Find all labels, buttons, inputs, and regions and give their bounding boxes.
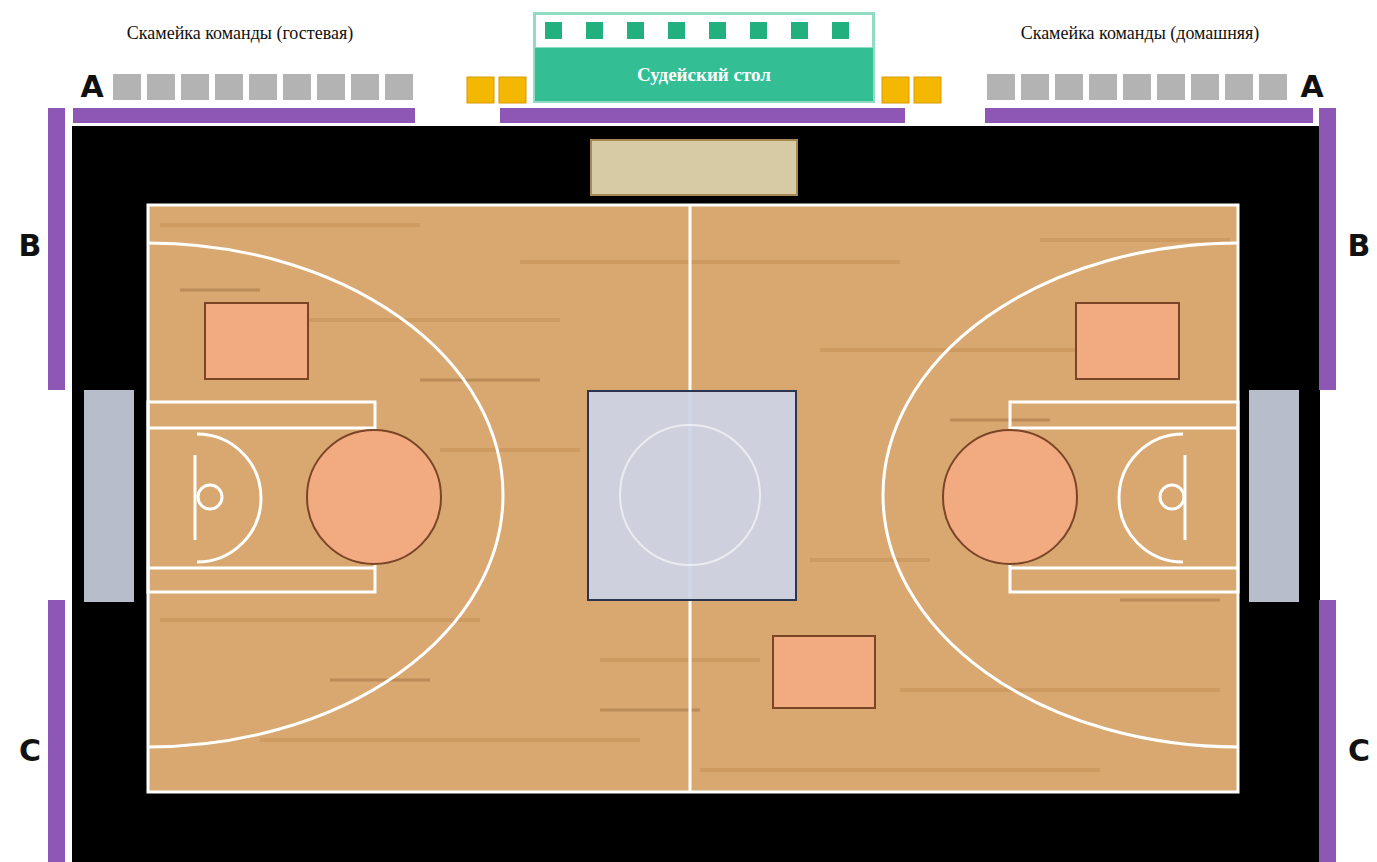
scorer-area (591, 140, 797, 195)
court-floor (148, 205, 1238, 792)
table-seats (535, 14, 873, 48)
zone-letter: B (19, 231, 42, 261)
zone-letter: A (80, 72, 103, 102)
center-zone (588, 391, 796, 600)
bench-title: Скамейка команды (гостевая) (127, 24, 353, 42)
barriers (48, 108, 1336, 862)
floor-surround (72, 126, 1320, 862)
orange-zones (205, 303, 1179, 708)
judges-table: Судейский стол (533, 12, 875, 103)
zone-letter: A (1300, 72, 1323, 102)
bench-title: Скамейка команды (домашняя) (1021, 24, 1260, 42)
center-circle (620, 425, 760, 565)
table-title: Судейский стол (637, 64, 771, 86)
zone-letter: B (1348, 231, 1371, 261)
zone-letter: C (1348, 736, 1370, 766)
wood-grain (180, 290, 1220, 710)
zone-letter: C (19, 736, 41, 766)
court-lines (148, 205, 1238, 792)
wood-planks (160, 225, 1230, 770)
